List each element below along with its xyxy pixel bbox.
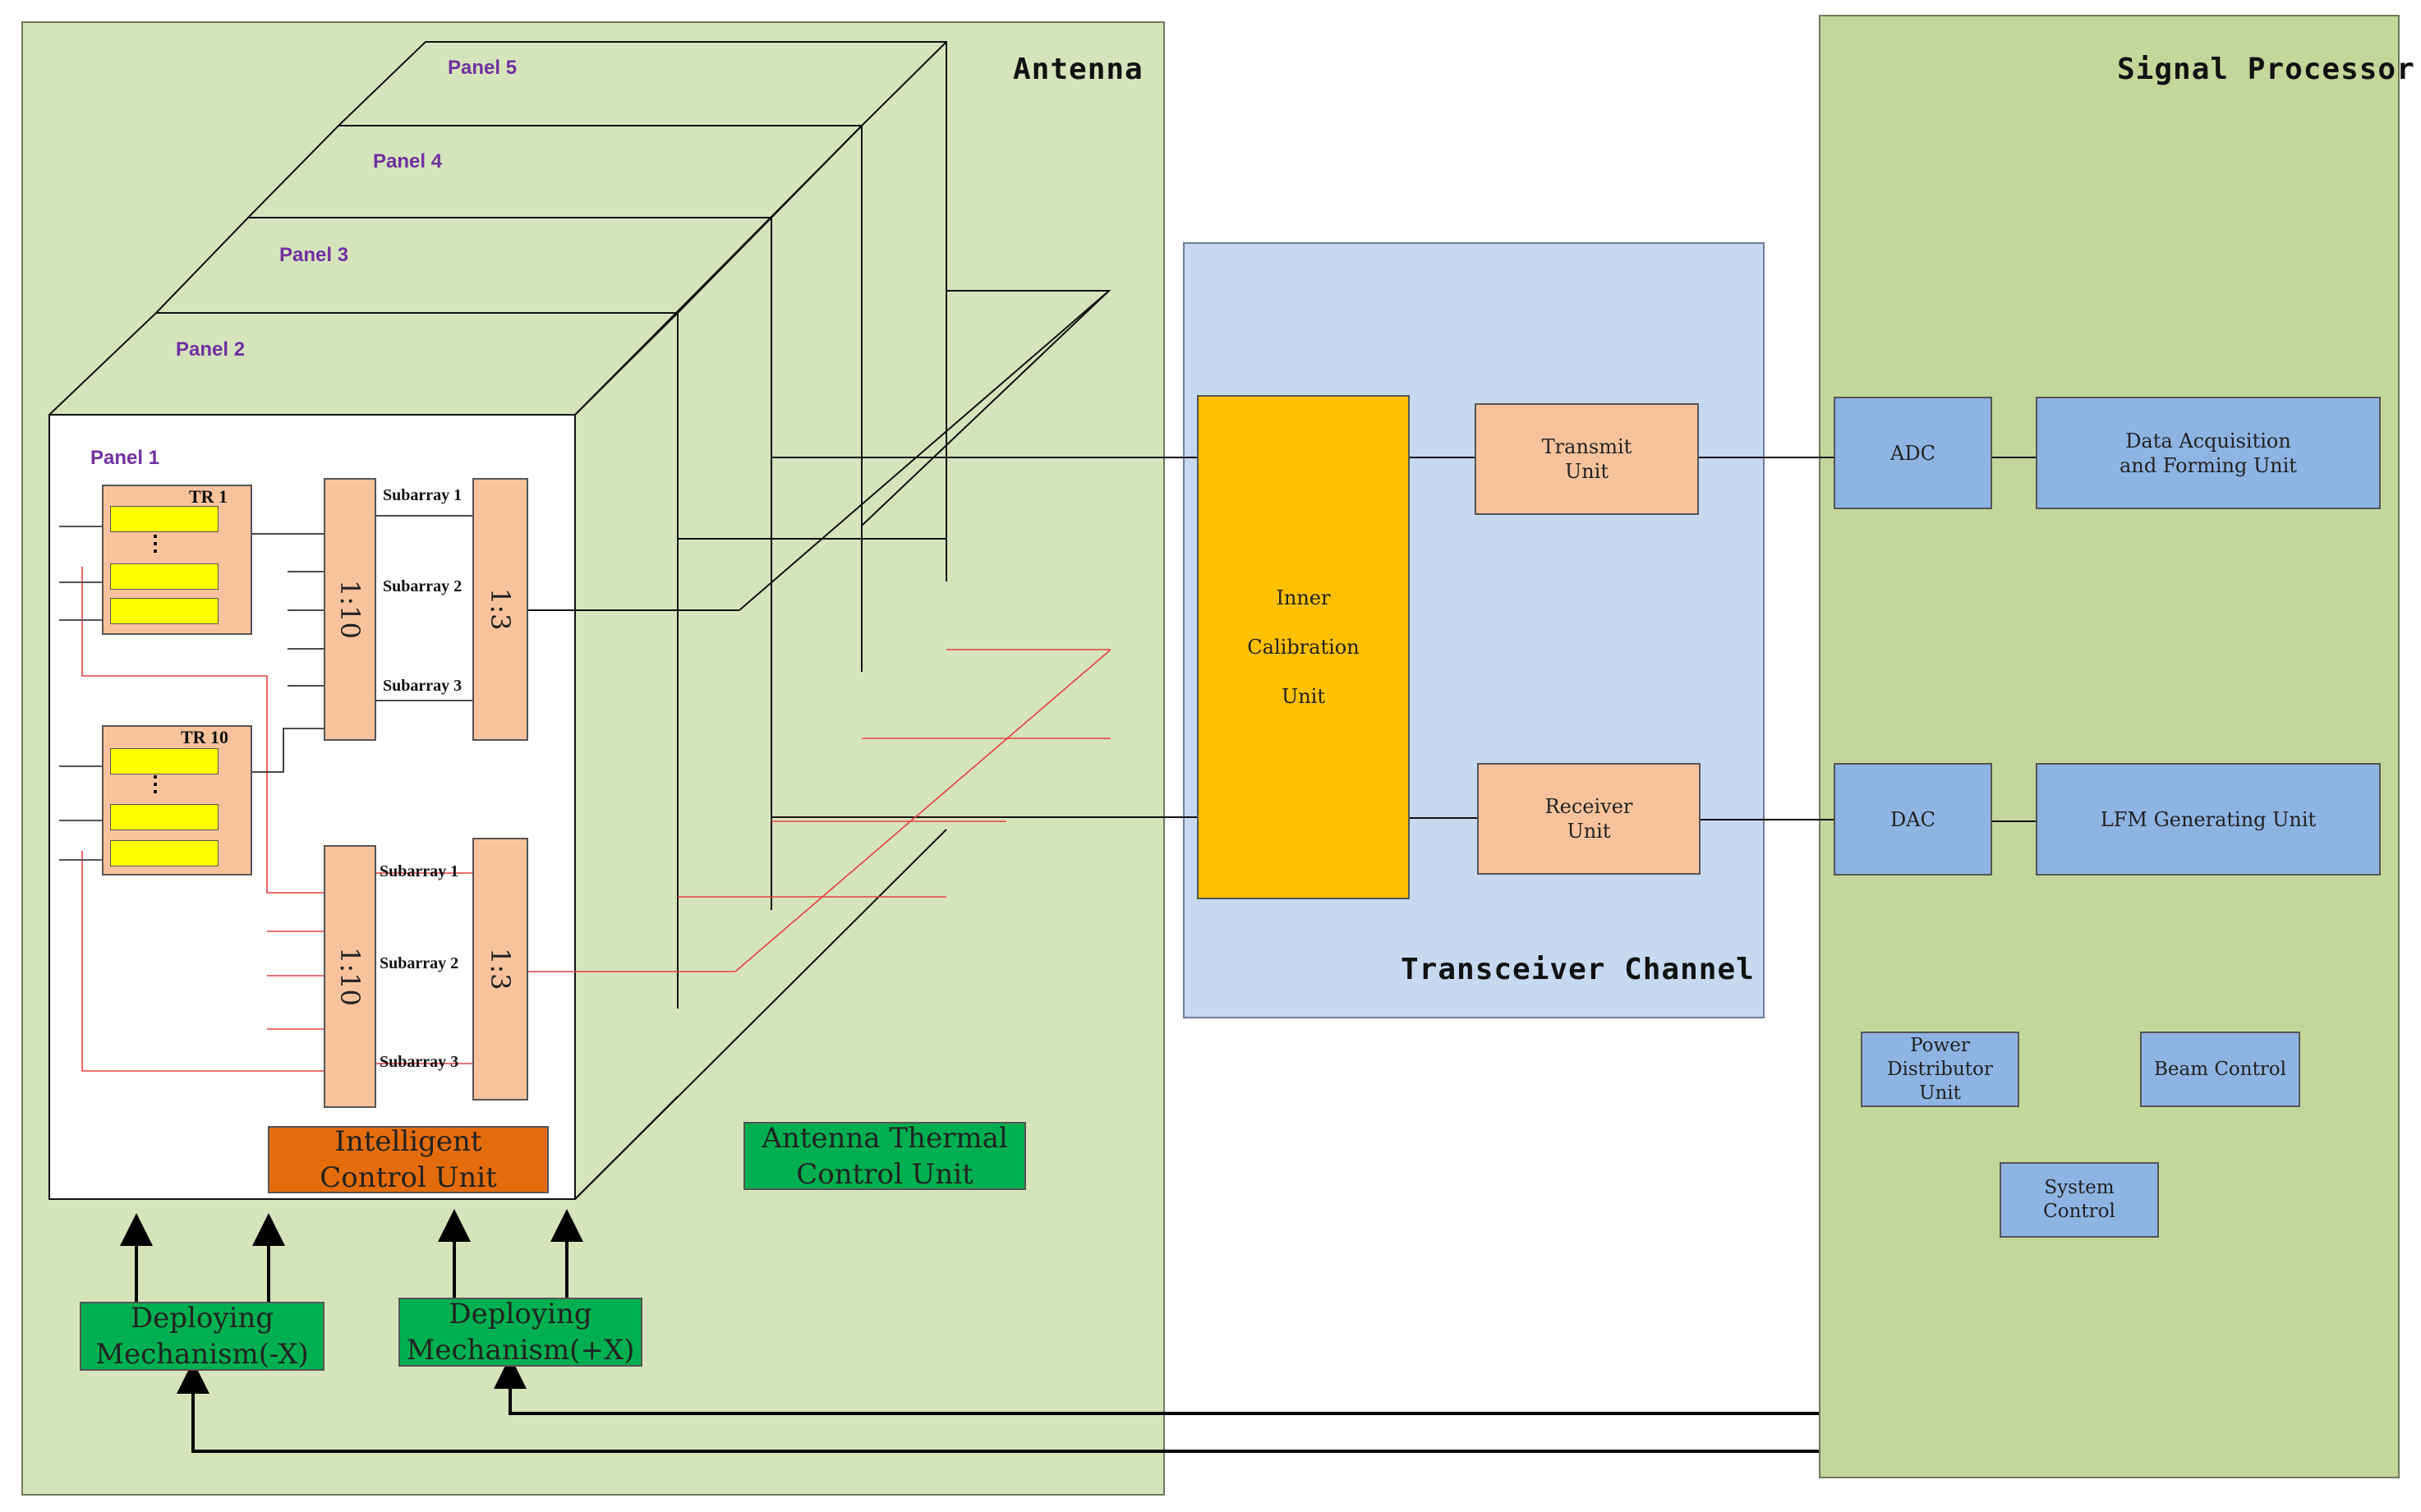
tr-module-10-label: TR 10	[181, 727, 229, 747]
divider-1-to-3-bottom: 1:3	[472, 838, 528, 1101]
antenna-element-icon	[59, 606, 102, 621]
antenna-element-icon	[59, 752, 102, 767]
power-distributor-unit: Power Distributor Unit	[1861, 1032, 2019, 1107]
panel-4-outline	[247, 125, 863, 672]
panel-1-label: Panel 1	[90, 447, 160, 469]
antenna-element-icon	[59, 568, 102, 583]
receiver-unit: Receiver Unit	[1477, 763, 1701, 875]
tr-module-10: TR 10 ⋮	[102, 725, 252, 875]
panel-5-outline	[338, 41, 947, 581]
beam-control-unit: Beam Control	[2140, 1032, 2300, 1107]
tr-module-1-ellipsis: ⋮	[145, 531, 166, 555]
panel-3-label: Panel 3	[279, 244, 349, 266]
tr-module-10-chain-top	[110, 748, 219, 774]
dac-unit: DAC	[1834, 763, 1992, 875]
divider-1-to-10-bottom: 1:10	[324, 845, 376, 1108]
inner-calibration-unit: Inner Calibration Unit	[1197, 395, 1410, 899]
subarray-label: Subarray 1	[380, 862, 459, 880]
tr-module-1-chain-mid	[110, 563, 219, 590]
panel-2-label: Panel 2	[176, 338, 246, 361]
antenna-title: Antenna	[1013, 53, 1144, 86]
tr-module-1: TR 1 ⋮	[102, 485, 252, 635]
deploying-mechanism-plus-x: Deploying Mechanism(+X)	[398, 1298, 642, 1367]
adc-unit: ADC	[1834, 397, 1992, 509]
tr-module-1-label: TR 1	[189, 486, 228, 507]
subarray-label: Subarray 2	[380, 954, 459, 972]
subarray-label: Subarray 2	[383, 577, 463, 595]
antenna-element-icon	[59, 512, 102, 527]
subarray-label: Subarray 3	[380, 1053, 459, 1071]
tr-module-1-chain-bot	[110, 598, 219, 624]
tr-module-10-ellipsis: ⋮	[145, 771, 166, 796]
tr-module-1-chain-top	[110, 506, 219, 532]
panel-3-outline	[155, 217, 772, 910]
panel-4-label: Panel 4	[373, 150, 443, 172]
tr-module-10-chain-bot	[110, 840, 219, 866]
tr-module-10-chain-mid	[110, 804, 219, 830]
panel-2-outline	[48, 312, 679, 1009]
signal-processor-title: Signal Processor	[2117, 53, 2415, 86]
intelligent-control-unit: Intelligent Control Unit	[268, 1125, 549, 1194]
subarray-label: Subarray 3	[383, 677, 463, 695]
subarray-label: Subarray 1	[383, 486, 463, 504]
system-control-unit: System Control	[2000, 1162, 2159, 1238]
divider-1-to-10-top: 1:10	[324, 478, 376, 741]
signal-processor-region	[1819, 15, 2400, 1478]
divider-1-to-3-top: 1:3	[472, 478, 528, 741]
antenna-element-icon	[59, 807, 102, 821]
transmit-unit: Transmit Unit	[1475, 403, 1699, 515]
transceiver-title: Transceiver Channel	[1401, 953, 1755, 986]
deploying-mechanism-minus-x: Deploying Mechanism(-X)	[80, 1302, 324, 1371]
data-acquisition-unit: Data Acquisition and Forming Unit	[2036, 397, 2381, 509]
lfm-generating-unit: LFM Generating Unit	[2036, 763, 2381, 875]
antenna-element-icon	[59, 846, 102, 861]
panel-5-label: Panel 5	[448, 57, 518, 79]
antenna-thermal-control-unit: Antenna Thermal Control Unit	[743, 1122, 1026, 1191]
